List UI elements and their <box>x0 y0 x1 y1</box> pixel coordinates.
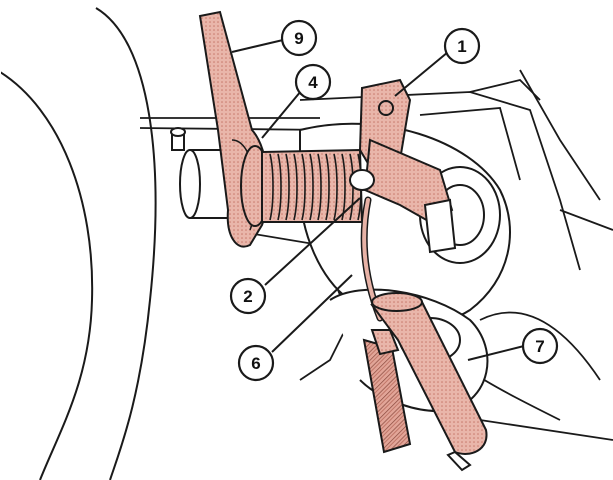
callout-number: 2 <box>243 287 252 306</box>
callout-4: 4 <box>294 63 332 101</box>
callout-number: 1 <box>457 37 466 56</box>
callout-number: 6 <box>251 354 260 373</box>
callout-2: 2 <box>229 277 267 315</box>
leader-lines <box>231 39 525 361</box>
lower-clamp <box>349 169 375 191</box>
callout-number: 9 <box>294 29 303 48</box>
grease-cartridge <box>370 292 488 472</box>
callout-9: 9 <box>280 19 318 57</box>
housing-body <box>0 0 157 480</box>
callout-number: 4 <box>308 73 318 92</box>
cartridge-grip <box>362 329 412 454</box>
callout-number: 7 <box>535 337 544 356</box>
callout-1: 1 <box>443 27 481 65</box>
bellows-boot <box>261 148 364 223</box>
callout-6: 6 <box>237 344 275 382</box>
upper-clamp <box>358 78 457 254</box>
callout-labels: 1 2 4 6 7 9 <box>229 19 559 382</box>
callout-7: 7 <box>521 327 559 365</box>
